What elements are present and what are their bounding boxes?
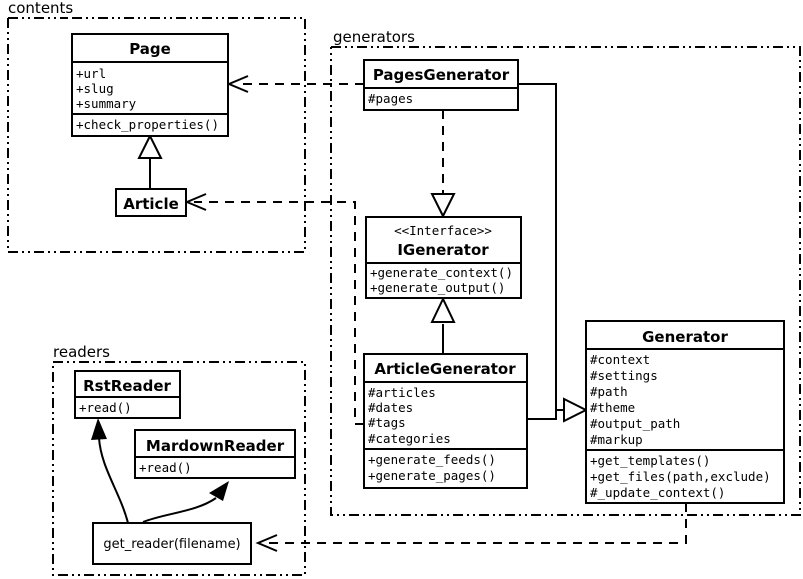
edge-article-inherits-page [137, 133, 163, 189]
class-generator-operation-get-templates: +get_templates() [590, 453, 710, 468]
function-get-reader-box [92, 522, 252, 565]
class-article[interactable]: Article [115, 188, 187, 217]
class-page-attribute-url: +url [76, 66, 106, 81]
edge-generator-uses-get-reader [255, 503, 687, 552]
edge-get-reader-creates-rstreader [91, 418, 129, 524]
class-generator[interactable]: Generator #context #settings #path #them… [585, 320, 785, 504]
class-article-generator-attribute-dates: #dates [368, 400, 413, 415]
package-readers[interactable]: readers [52, 343, 306, 576]
class-igenerator-stereotype: <<Interface>> [394, 223, 492, 238]
class-pages-generator[interactable]: PagesGenerator #pages [363, 59, 519, 111]
class-article-box [115, 188, 187, 217]
package-contents[interactable]: contents [7, 0, 306, 253]
class-pages-generator-box [363, 59, 519, 111]
class-pages-generator-attribute-pages: #pages [368, 91, 413, 106]
class-generator-attribute-context: #context [590, 352, 650, 367]
class-generator-attribute-settings: #settings [590, 368, 658, 383]
edge-pagesgenerator-uses-page [226, 75, 364, 93]
class-igenerator-box [365, 216, 522, 299]
class-generator-operation-get-files: +get_files(path,exclude) [590, 469, 771, 484]
class-generator-operation-update-context: #_update_context() [590, 485, 725, 500]
class-igenerator-operation-generate-output: +generate_output() [370, 280, 505, 295]
package-contents-label: contents [8, 0, 73, 17]
edge-articlegenerator-uses-article [184, 193, 364, 425]
edge-pagesgenerator-inherits-generator [518, 83, 566, 411]
class-article-generator-attribute-articles: #articles [368, 385, 436, 400]
class-page-attribute-slug: +slug [76, 81, 114, 96]
class-pages-generator-title: PagesGenerator [373, 66, 510, 84]
class-article-title: Article [123, 195, 179, 213]
edge-articlegenerator-inherits-generator [527, 397, 589, 423]
class-rst-reader[interactable]: RstReader +read() [74, 370, 181, 419]
class-article-generator-box [363, 353, 528, 489]
class-page-title: Page [129, 40, 171, 58]
class-article-generator[interactable]: ArticleGenerator #articles #dates #tags … [363, 353, 528, 489]
class-generator-attribute-output-path: #output_path [590, 416, 680, 431]
package-generators[interactable]: generators [330, 28, 801, 516]
function-get-reader[interactable]: get_reader(filename) [92, 522, 252, 565]
package-generators-label: generators [333, 28, 415, 46]
package-readers-border [52, 361, 306, 576]
class-article-generator-title: ArticleGenerator [374, 360, 516, 378]
class-igenerator-title: IGenerator [397, 241, 489, 259]
class-article-generator-attribute-categories: #categories [368, 431, 451, 446]
class-page[interactable]: Page +url +slug +summary +check_properti… [71, 33, 229, 137]
class-mardown-reader-box [134, 429, 296, 479]
package-generators-border [330, 46, 801, 516]
package-contents-border [7, 17, 306, 253]
class-mardown-reader-title: MardownReader [146, 437, 285, 455]
class-generator-attribute-markup: #markup [590, 432, 643, 447]
class-igenerator[interactable]: <<Interface>> IGenerator +generate_conte… [365, 216, 522, 299]
class-mardown-reader[interactable]: MardownReader +read() [134, 429, 296, 479]
class-page-attribute-summary: +summary [76, 96, 137, 111]
edge-get-reader-creates-mardownreader [142, 481, 229, 523]
class-generator-box [585, 320, 785, 504]
class-article-generator-operation-generate-pages: +generate_pages() [368, 468, 496, 483]
class-generator-title: Generator [642, 328, 728, 346]
edge-articlegenerator-realizes-igenerator [430, 296, 456, 354]
class-article-generator-operation-generate-feeds: +generate_feeds() [368, 452, 496, 467]
edge-pagesgenerator-realizes-igenerator [430, 110, 456, 219]
class-igenerator-operation-generate-context: +generate_context() [370, 265, 513, 280]
class-rst-reader-operation-read: +read() [79, 400, 132, 415]
class-page-operation-check-properties: +check_properties() [76, 117, 219, 132]
function-get-reader-label: get_reader(filename) [103, 537, 240, 552]
class-rst-reader-title: RstReader [83, 377, 171, 395]
class-mardown-reader-operation-read: +read() [139, 460, 192, 475]
class-article-generator-attribute-tags: #tags [368, 415, 406, 430]
package-readers-label: readers [53, 343, 110, 361]
class-page-box [71, 33, 229, 137]
class-generator-attribute-path: #path [590, 384, 628, 399]
class-generator-attribute-theme: #theme [590, 400, 635, 415]
class-rst-reader-box [74, 370, 181, 419]
